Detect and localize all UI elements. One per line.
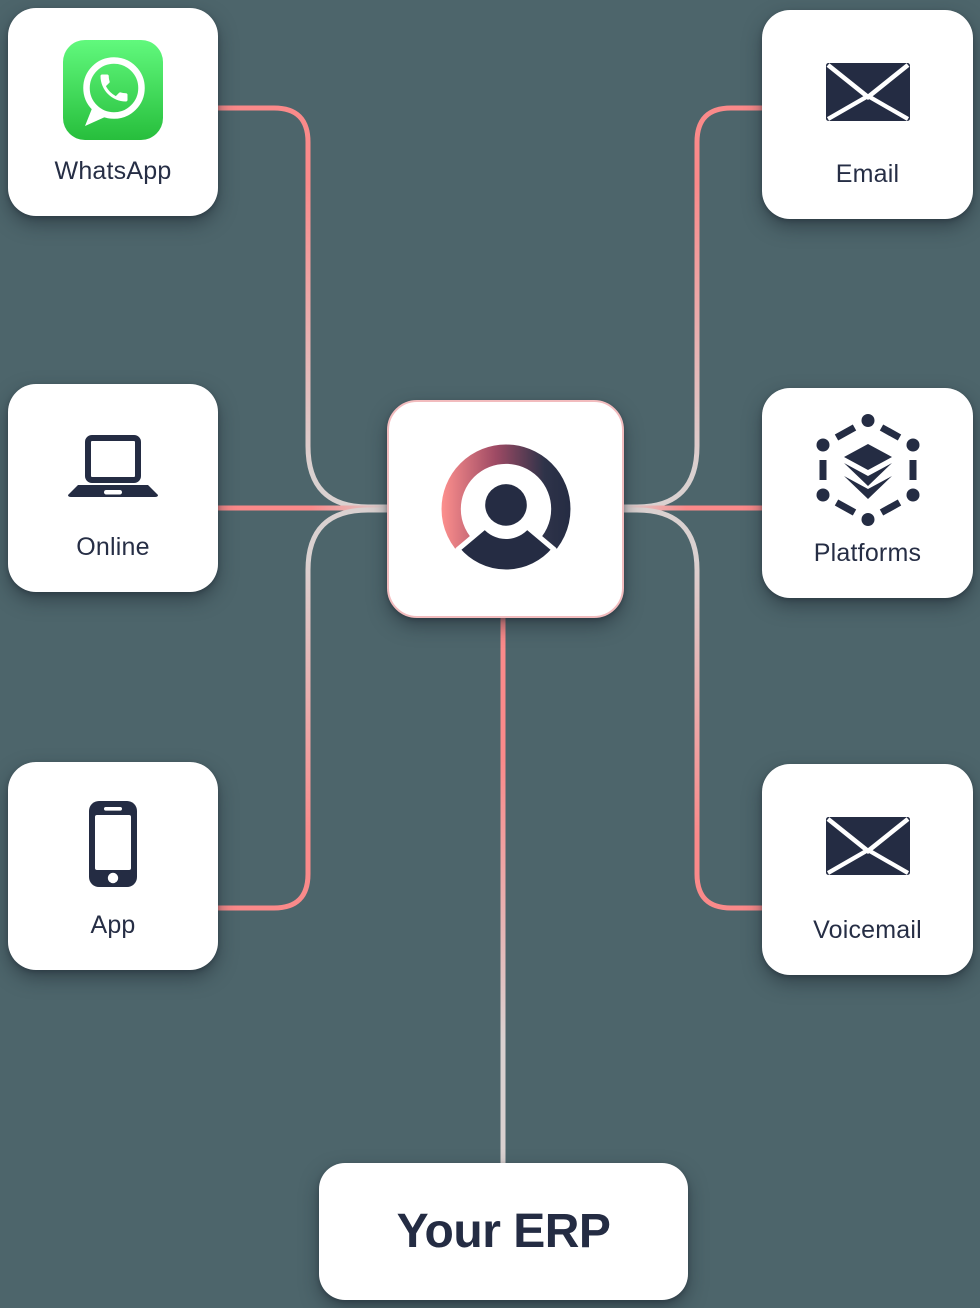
node-card-email: Email	[762, 10, 973, 219]
node-card-platforms: Platforms	[762, 388, 973, 598]
node-label-email: Email	[835, 160, 900, 188]
hexagon-network-icon	[816, 414, 919, 526]
node-label-online: Online	[76, 533, 150, 561]
envelope-icon	[825, 63, 910, 121]
node-card-whatsapp: WhatsApp	[8, 8, 218, 216]
node-label-voicemail: Voicemail	[813, 916, 922, 944]
erp-card: Your ERP	[319, 1163, 688, 1300]
node-card-online: Online	[8, 384, 218, 592]
node-label-whatsapp: WhatsApp	[54, 157, 172, 185]
smartphone-icon	[89, 801, 137, 887]
node-card-app: App	[8, 762, 218, 970]
hub-card	[387, 400, 624, 618]
erp-label: Your ERP	[396, 1205, 611, 1258]
node-card-voicemail: Voicemail	[762, 764, 973, 975]
node-label-app: App	[90, 911, 136, 939]
brand-logo	[441, 444, 570, 575]
whatsapp-icon	[63, 40, 163, 140]
envelope-icon	[825, 817, 910, 875]
connector-voicemail-hub	[622, 507, 762, 911]
connector-email-hub	[622, 105, 762, 510]
node-label-platforms: Platforms	[813, 539, 922, 567]
laptop-icon	[68, 435, 158, 497]
connector-whatsapp-hub	[218, 105, 390, 510]
connector-app-hub	[218, 507, 390, 911]
